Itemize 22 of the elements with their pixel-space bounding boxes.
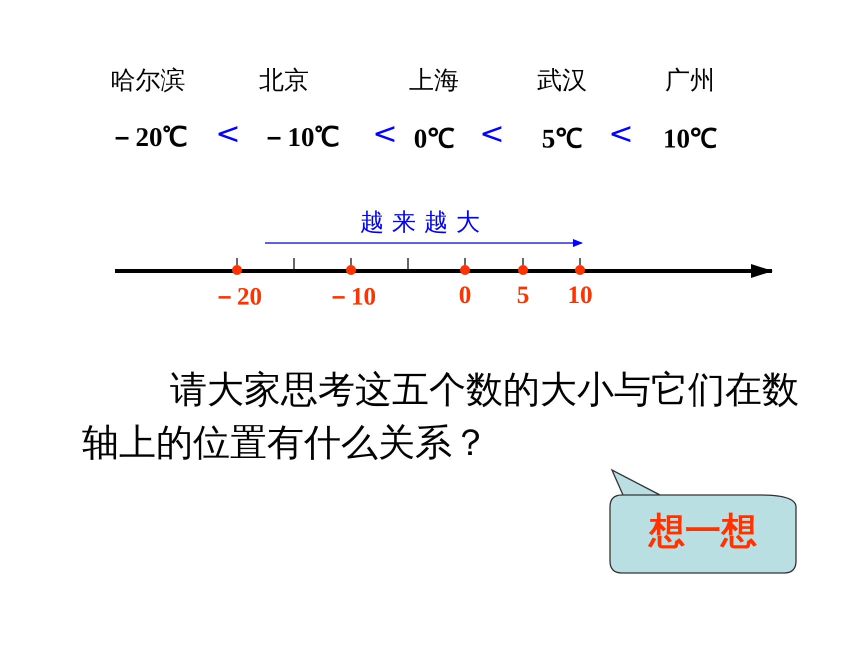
temperature-value: 0℃: [414, 122, 454, 156]
city-name: 北京: [259, 66, 309, 96]
temperature-value: 10℃: [663, 122, 717, 156]
temperature-value: －10℃: [260, 121, 340, 154]
city-name: 哈尔滨: [110, 66, 186, 96]
question-text: 请大家思考这五个数的大小与它们在数轴上的位置有什么关系？: [82, 369, 800, 466]
temperature-value: 5℃: [542, 122, 582, 156]
less-than-sign: <: [608, 116, 634, 152]
direction-label: 越来越大: [359, 209, 488, 238]
axis-number: －10: [326, 282, 376, 312]
less-than-sign: <: [479, 116, 505, 152]
city-name: 武汉: [537, 66, 587, 96]
axis-number: －20: [212, 282, 262, 312]
axis-number: 0: [458, 282, 472, 310]
axis-number: 10: [568, 282, 592, 310]
axis-number: 5: [516, 282, 530, 310]
bubble-text: 想一想: [647, 510, 758, 554]
less-than-sign: <: [215, 116, 241, 152]
less-than-sign: <: [372, 116, 398, 152]
city-name: 广州: [665, 66, 715, 96]
temperature-value: －20℃: [108, 121, 188, 154]
city-name: 上海: [409, 66, 459, 96]
